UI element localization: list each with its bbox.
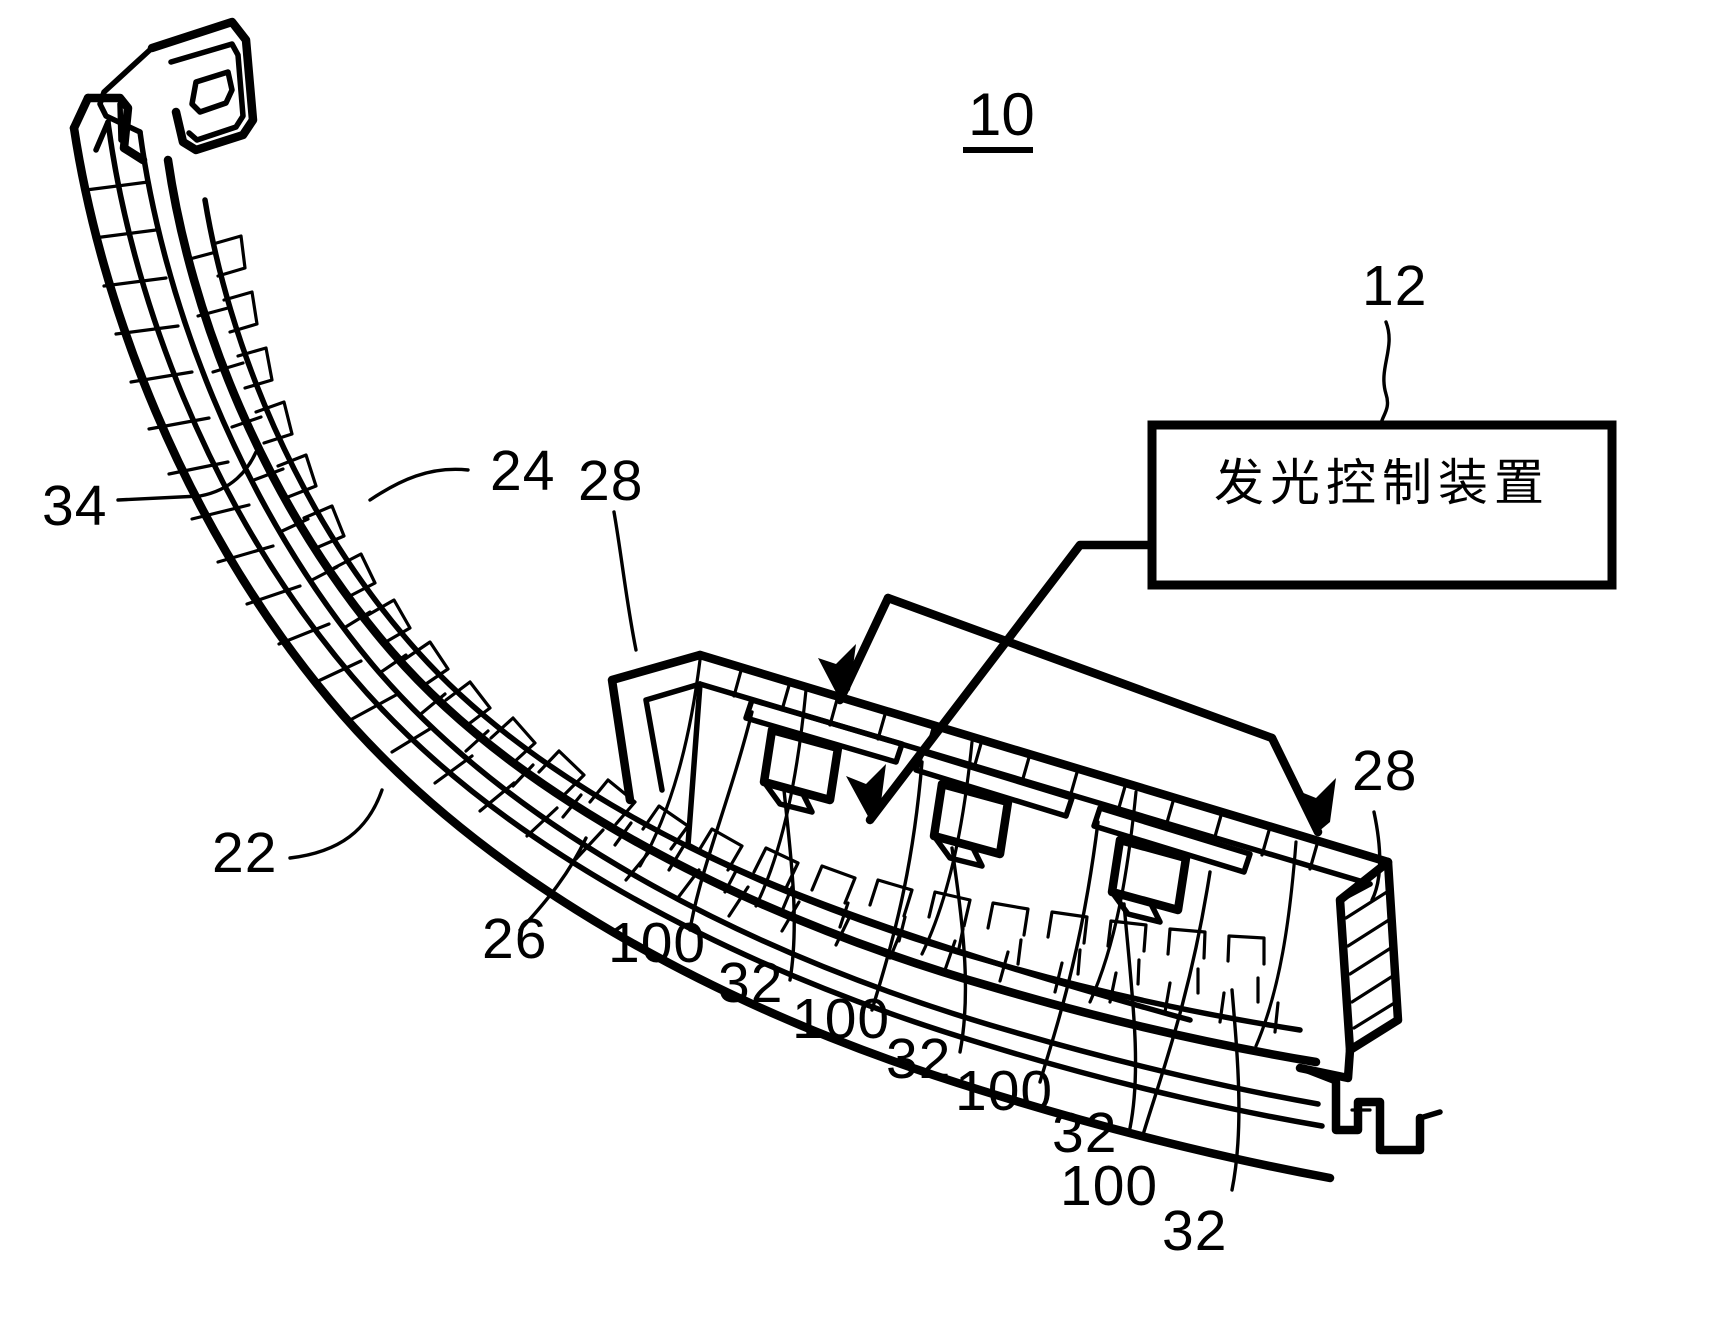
ref-label-32-1: 32 xyxy=(718,951,783,1015)
ref-label-32-3: 32 xyxy=(1052,1101,1117,1165)
leaders-led-refs xyxy=(688,710,1241,1192)
clip-bottom-right xyxy=(1297,1065,1443,1155)
lower-hatch-22 xyxy=(184,250,1260,1004)
ref-label-100-4: 100 xyxy=(1060,1154,1158,1218)
ref-label-100-2: 100 xyxy=(792,987,890,1051)
led-module-1 xyxy=(743,697,905,815)
ref-label-100-1: 100 xyxy=(608,911,706,975)
ref-label-26: 26 xyxy=(482,907,547,971)
ref-label-24: 24 xyxy=(490,439,555,503)
ref-label-34: 34 xyxy=(42,474,107,538)
ref-label-32-4: 32 xyxy=(1162,1199,1227,1263)
figure-number-10: 10 xyxy=(968,81,1035,148)
control-device-label: 发光控制装置 xyxy=(1214,454,1550,512)
clip-top-left xyxy=(69,17,258,165)
ref-label-100-3: 100 xyxy=(955,1059,1053,1123)
reference-numerals: 10 12 34 24 28 22 26 100 32 100 32 100 3… xyxy=(42,81,1427,1263)
leaders-outer-refs xyxy=(116,320,1391,932)
ref-label-32-2: 32 xyxy=(886,1027,951,1091)
ref-label-22: 22 xyxy=(212,821,277,885)
ref-label-12: 12 xyxy=(1362,254,1427,318)
reflector-26 xyxy=(202,197,1303,1033)
inner-body-22 xyxy=(105,119,1325,1129)
control-device-box[interactable]: 发光控制装置 xyxy=(1147,420,1617,590)
ref-label-28-right: 28 xyxy=(1352,739,1417,803)
arrowheads xyxy=(818,644,1336,832)
ref-label-28-left: 28 xyxy=(578,449,643,513)
